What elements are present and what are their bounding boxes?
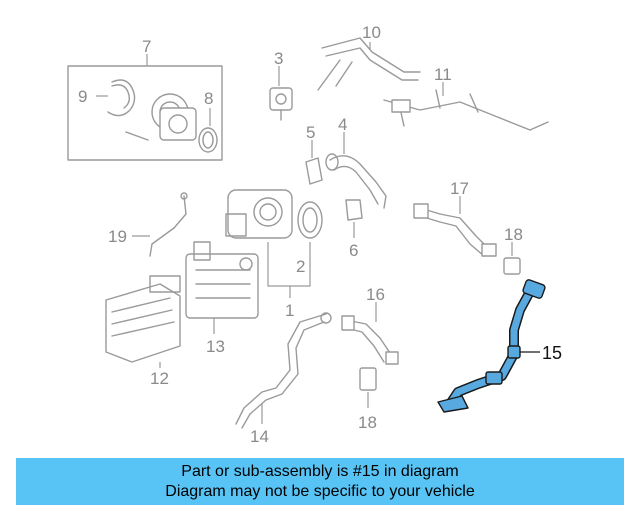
callout-13: 13 — [206, 337, 225, 356]
callout-10: 10 — [362, 23, 381, 42]
callout-2: 2 — [296, 257, 305, 276]
parts-diagram: 7 9 8 3 10 11 5 4 17 18 19 6 2 1 16 13 1… — [67, 23, 562, 446]
callout-18-upper: 18 — [504, 225, 523, 244]
part-13 — [185, 241, 259, 334]
callout-15[interactable]: 15 — [542, 343, 562, 363]
callout-6: 6 — [349, 241, 358, 260]
callout-3: 3 — [274, 49, 283, 68]
callout-19: 19 — [108, 227, 127, 246]
info-banner: Part or sub-assembly is #15 in diagram D… — [16, 458, 624, 505]
callout-16: 16 — [366, 285, 385, 304]
part-7-assembly — [67, 54, 223, 161]
part-3 — [269, 66, 293, 121]
part-11 — [383, 82, 549, 131]
part-14 — [235, 312, 332, 429]
part-19 — [132, 192, 188, 257]
part-15-highlighted[interactable] — [437, 279, 546, 413]
callout-18-lower: 18 — [358, 413, 377, 432]
part-6 — [345, 199, 363, 238]
part-2-gasket — [297, 201, 323, 239]
callout-12: 12 — [150, 369, 169, 388]
banner-line-1: Part or sub-assembly is #15 in diagram — [181, 462, 459, 480]
part-4 — [325, 132, 387, 209]
banner-line-2: Diagram may not be specific to your vehi… — [165, 482, 475, 500]
callout-4: 4 — [338, 115, 347, 134]
callout-17: 17 — [450, 179, 469, 198]
callout-9: 9 — [78, 87, 87, 106]
callout-14: 14 — [250, 427, 269, 446]
callout-1: 1 — [285, 301, 294, 320]
part-17 — [413, 196, 497, 257]
part-10 — [317, 37, 421, 91]
callout-11: 11 — [434, 65, 452, 84]
callout-8: 8 — [204, 89, 213, 108]
part-18-upper — [503, 242, 521, 275]
part-5 — [305, 140, 323, 185]
part-1-throttle-body — [225, 189, 311, 298]
callout-7: 7 — [142, 37, 151, 56]
callout-5: 5 — [306, 123, 315, 142]
part-12 — [105, 275, 181, 368]
part-18-lower — [359, 367, 377, 408]
part-16 — [341, 302, 399, 365]
